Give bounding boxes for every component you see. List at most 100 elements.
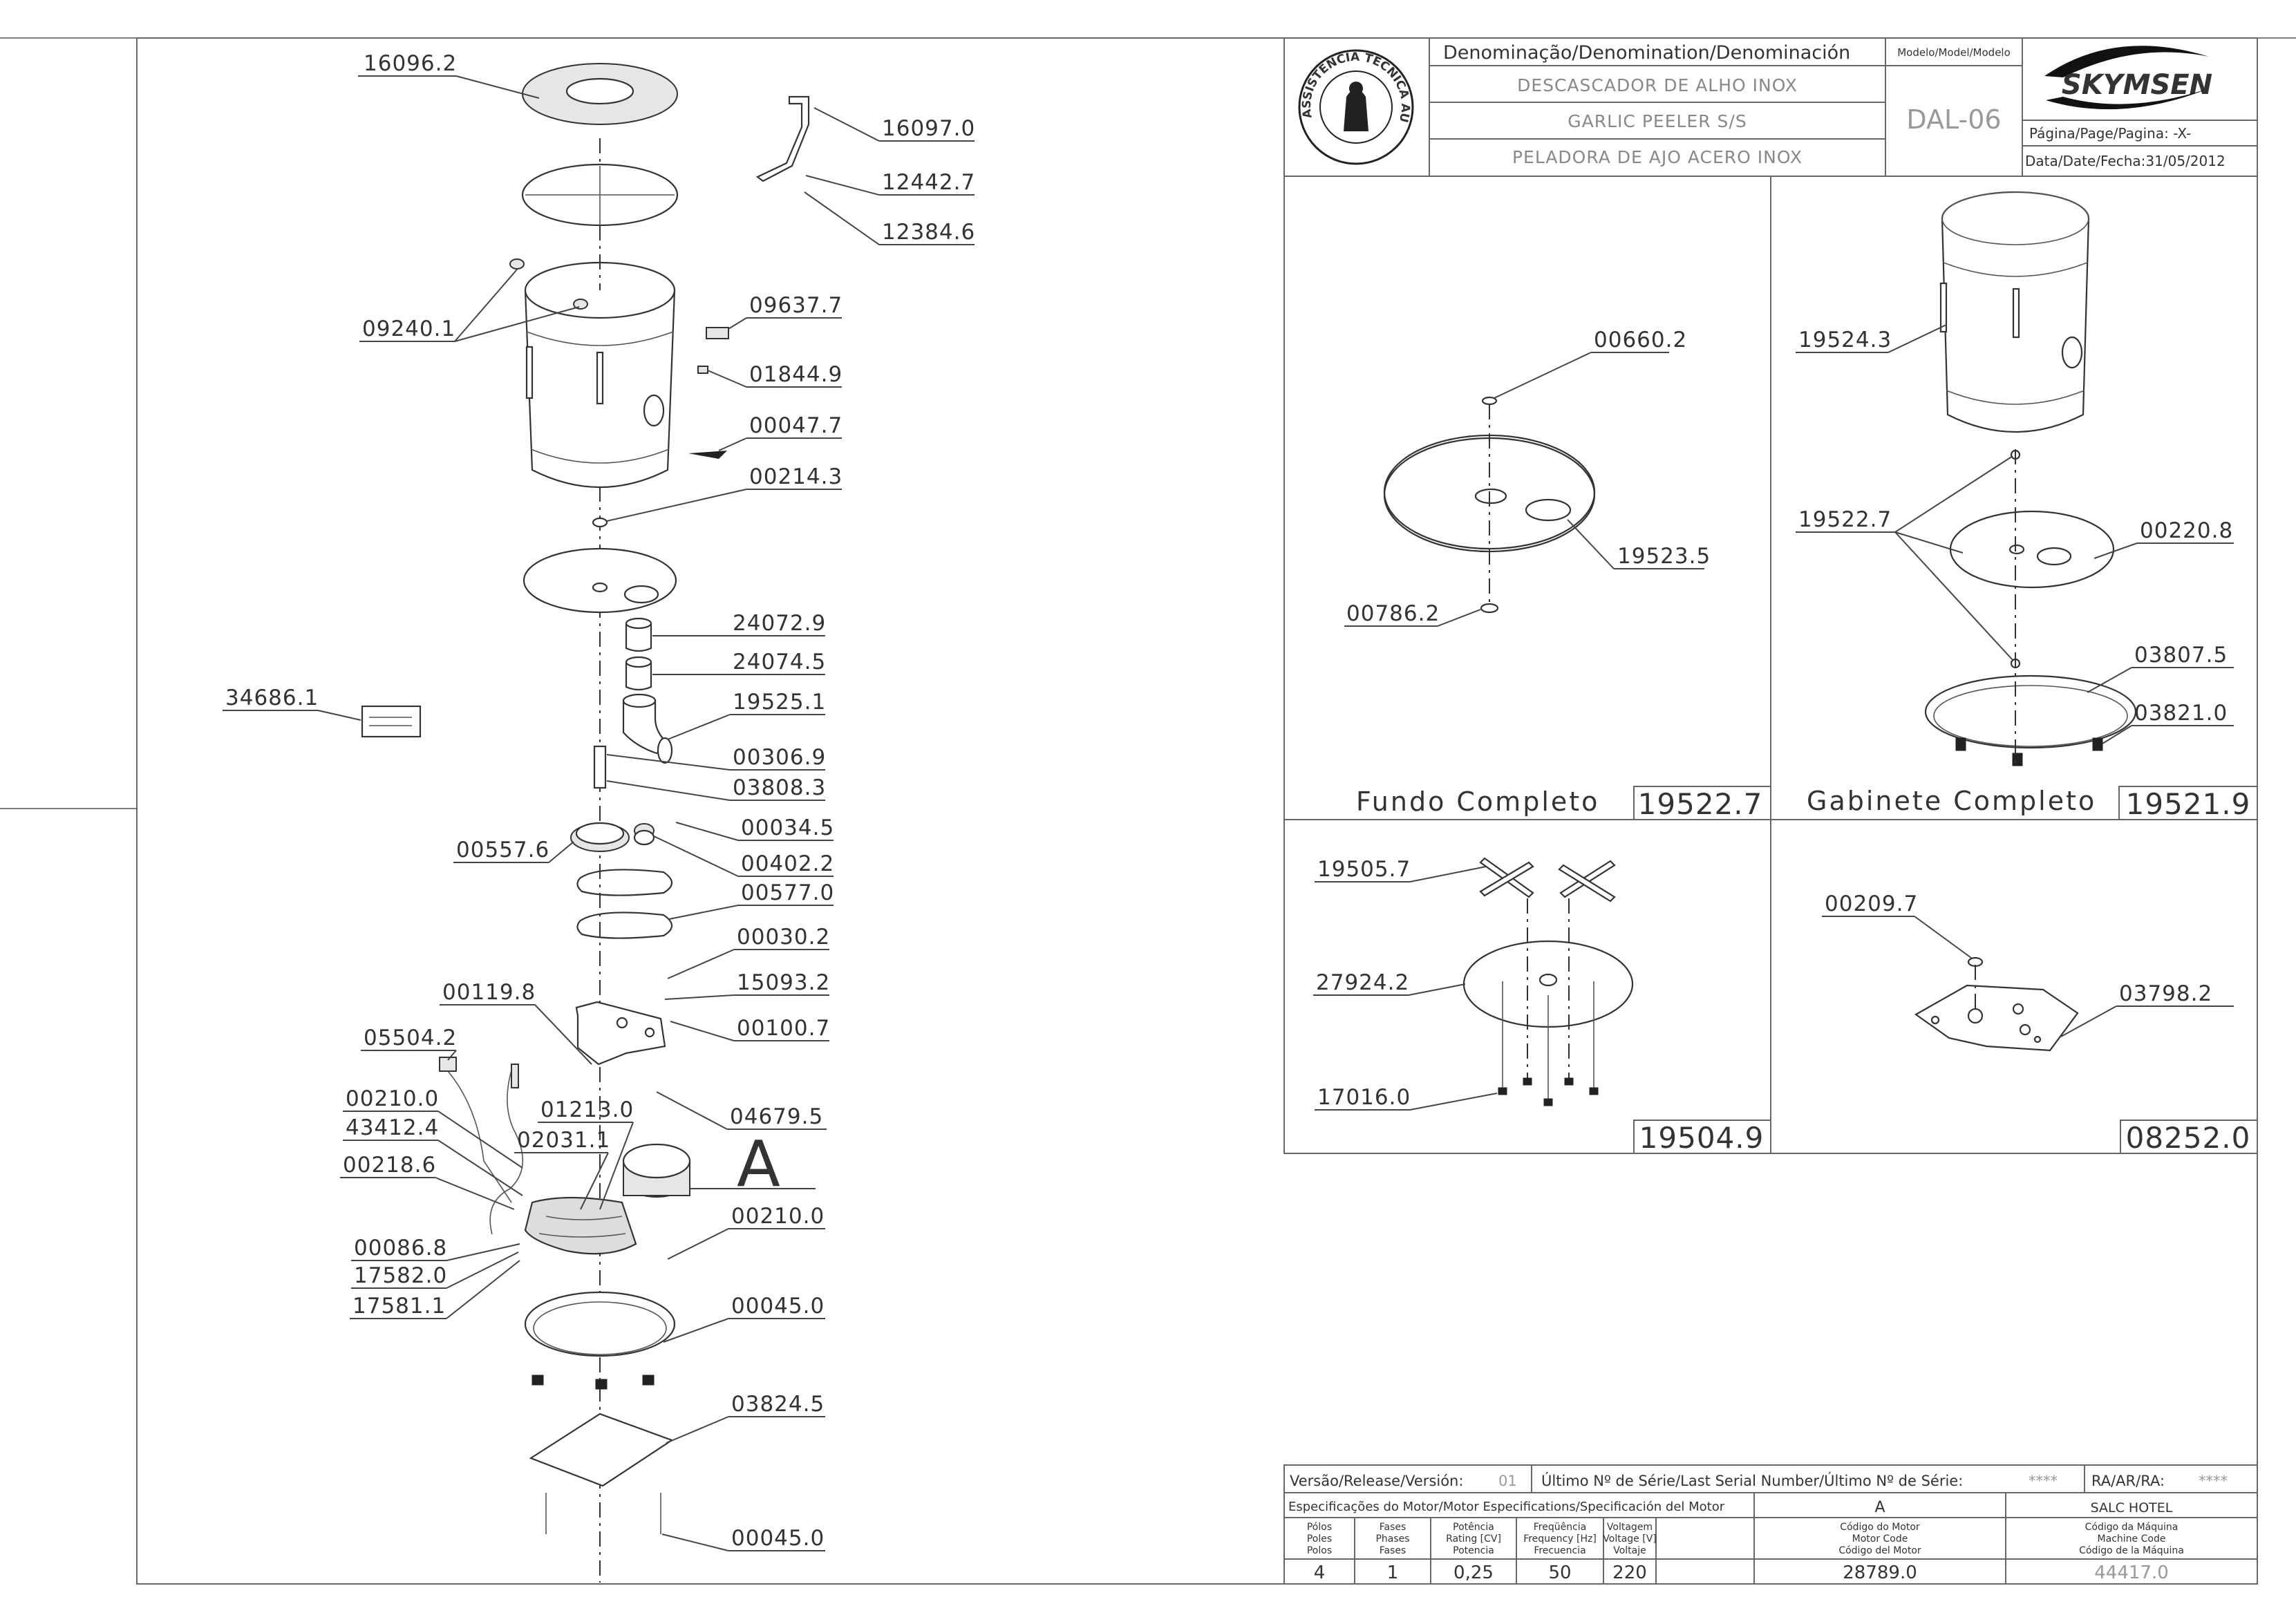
panel-code-19504: 19504.9 — [1639, 1121, 1765, 1155]
callout-03821-0: 03821.0 — [2134, 701, 2228, 726]
page-label: Página/Page/Pagina: -X- — [2029, 125, 2191, 142]
date-label: Data/Date/Fecha:31/05/2012 — [2025, 153, 2226, 169]
value-poles: 4 — [1314, 1562, 1326, 1583]
svg-text:Potência: Potência — [1453, 1522, 1494, 1533]
callout-12442-7: 12442.7 — [882, 170, 975, 195]
svg-text:Voltagem: Voltagem — [1607, 1522, 1653, 1533]
panel-code-fundo: 19522.7 — [1638, 787, 1763, 821]
svg-text:Poles: Poles — [1307, 1533, 1332, 1545]
svg-text:Código da Máquina: Código da Máquina — [2085, 1522, 2179, 1533]
svg-text:Fases: Fases — [1380, 1545, 1406, 1556]
callout-00557-6: 00557.6 — [456, 838, 549, 862]
panel-fundo-completo: 00660.2 19523.5 00786.2 Fundo Completo 1… — [1344, 328, 1771, 821]
callout-16096-2: 16096.2 — [364, 51, 457, 76]
brand-name: SKYMSEN — [2062, 69, 2212, 101]
callout-00210-0-b: 00210.0 — [731, 1204, 825, 1229]
svg-text:Machine Code: Machine Code — [2098, 1533, 2166, 1545]
panel-code-gabinete: 19521.9 — [2126, 787, 2251, 821]
callout-00086-8: 00086.8 — [354, 1236, 447, 1261]
ra-label: RA/AR/RA: — [2091, 1473, 2165, 1489]
callout-00045-0-a: 00045.0 — [731, 1294, 825, 1319]
motor-spec-label: Especificações do Motor/Motor Especifica… — [1288, 1500, 1725, 1514]
brand-logo: SKYMSEN — [2044, 46, 2212, 110]
svg-text:Frecuencia: Frecuencia — [1534, 1545, 1585, 1556]
svg-text:Fases: Fases — [1380, 1522, 1406, 1533]
svg-text:Voltage [V]: Voltage [V] — [1603, 1533, 1656, 1545]
svg-text:Phases: Phases — [1375, 1533, 1409, 1545]
spec-col-frequency: Freqüência Frequency [Hz] Frecuencia — [1523, 1522, 1597, 1556]
callout-03808-3: 03808.3 — [733, 775, 826, 800]
version-label: Versão/Release/Versión: — [1290, 1473, 1463, 1489]
callout-00306-9: 00306.9 — [733, 745, 826, 770]
value-motor-code: 28789.0 — [1843, 1562, 1917, 1583]
spec-col-motor-code: Código do Motor Motor Code Código del Mo… — [1838, 1522, 1921, 1556]
value-voltage: 220 — [1612, 1562, 1647, 1583]
callout-17581-1: 17581.1 — [352, 1294, 446, 1319]
callout-19524-3: 19524.3 — [1798, 328, 1892, 352]
callout-04679-5: 04679.5 — [730, 1104, 823, 1129]
exploded-view — [361, 63, 810, 1583]
value-frequency: 50 — [1548, 1562, 1571, 1583]
callout-00218-6: 00218.6 — [343, 1153, 436, 1178]
callout-00577-0: 00577.0 — [741, 880, 834, 905]
name-portuguese: DESCASCADOR DE ALHO INOX — [1517, 75, 1798, 95]
callout-05504-2: 05504.2 — [364, 1026, 457, 1050]
svg-text:Motor Code: Motor Code — [1852, 1533, 1908, 1545]
svg-text:Freqüência: Freqüência — [1534, 1522, 1587, 1533]
callout-00209-7: 00209.7 — [1825, 891, 1918, 916]
hotel-cell: SALC HOTEL — [2091, 1500, 2173, 1516]
svg-text:ASSISTÊNCIA TÉCNICA AUTORIZADA: ASSISTÊNCIA TÉCNICA AUTORIZADA — [0, 0, 1412, 124]
callout-00210-0-a: 00210.0 — [346, 1086, 439, 1111]
callout-00660-2: 00660.2 — [1594, 328, 1687, 352]
svg-text:Pólos: Pólos — [1307, 1522, 1332, 1533]
callout-03807-5: 03807.5 — [2134, 643, 2228, 668]
callout-12384-6: 12384.6 — [882, 220, 975, 245]
spec-table: Versão/Release/Versión: 01 Último Nº de … — [1283, 1464, 2258, 1585]
svg-text:Código del Motor: Código del Motor — [1838, 1545, 1921, 1556]
callout-19523-5: 19523.5 — [1617, 544, 1711, 569]
svg-text:Código do Motor: Código do Motor — [1840, 1522, 1920, 1533]
callout-27924-2: 27924.2 — [1316, 970, 1409, 995]
svg-text:Frequency [Hz]: Frequency [Hz] — [1523, 1533, 1597, 1545]
callout-00119-8: 00119.8 — [442, 980, 536, 1005]
svg-text:Voltaje: Voltaje — [1613, 1545, 1646, 1556]
callout-00030-2: 00030.2 — [737, 925, 830, 950]
callout-24072-9: 24072.9 — [733, 611, 826, 636]
main-callouts: 16096.2 16097.0 12442.7 12384.6 09240.1 … — [223, 51, 975, 1551]
serial-label: Último Nº de Série/Last Serial Number/Úl… — [1541, 1472, 1963, 1489]
spec-col-phases: Fases Phases Fases — [1375, 1522, 1409, 1556]
callout-17016-0: 17016.0 — [1317, 1085, 1411, 1110]
svg-text:Código de la Máquina: Código de la Máquina — [2079, 1545, 2184, 1556]
value-phases: 1 — [1387, 1562, 1399, 1583]
callout-19505-7: 19505.7 — [1317, 857, 1411, 882]
ra-value: **** — [2199, 1473, 2228, 1489]
spec-col-machine-code: Código da Máquina Machine Code Código de… — [2079, 1522, 2184, 1556]
panel-title-gabinete: Gabinete Completo — [1807, 786, 2096, 816]
callout-00786-2: 00786.2 — [1346, 601, 1440, 626]
name-spanish: PELADORA DE AJO ACERO INOX — [1512, 147, 1803, 167]
panel-gabinete-completo: 19524.3 19522.7 00220.8 03807.5 03821.0 … — [1796, 191, 2258, 821]
spec-col-voltage: Voltagem Voltage [V] Voltaje — [1603, 1522, 1656, 1556]
callout-03824-5: 03824.5 — [731, 1392, 825, 1417]
callout-00214-3: 00214.3 — [749, 464, 843, 489]
callout-00100-7: 00100.7 — [737, 1016, 830, 1041]
callout-01844-9: 01844.9 — [749, 362, 843, 387]
denomination-label: Denominação/Denomination/Denominación — [1443, 42, 1850, 64]
callout-19522-7: 19522.7 — [1798, 507, 1892, 532]
panel-08252: 00209.7 03798.2 08252.0 — [1822, 891, 2258, 1155]
spec-col-rating: Potência Rating [CV] Potencia — [1446, 1522, 1501, 1556]
motor-letter: A — [737, 1127, 780, 1201]
callout-00047-7: 00047.7 — [749, 413, 843, 438]
authorized-service-seal: ASSISTÊNCIA TÉCNICA AUTORIZADA — [0, 0, 1414, 165]
callout-15093-2: 15093.2 — [737, 970, 830, 995]
callout-00220-8: 00220.8 — [2140, 518, 2233, 543]
callout-24074-5: 24074.5 — [733, 650, 826, 674]
callout-02031-1: 02031.1 — [517, 1128, 610, 1153]
svg-text:Polos: Polos — [1307, 1545, 1332, 1556]
name-english: GARLIC PEELER S/S — [1568, 111, 1747, 131]
serial-value: **** — [2029, 1473, 2058, 1489]
value-machine-code: 44417.0 — [2094, 1562, 2169, 1583]
callout-19525-1: 19525.1 — [733, 690, 826, 715]
callout-09240-1: 09240.1 — [362, 317, 455, 341]
callout-00034-5: 00034.5 — [741, 815, 834, 840]
